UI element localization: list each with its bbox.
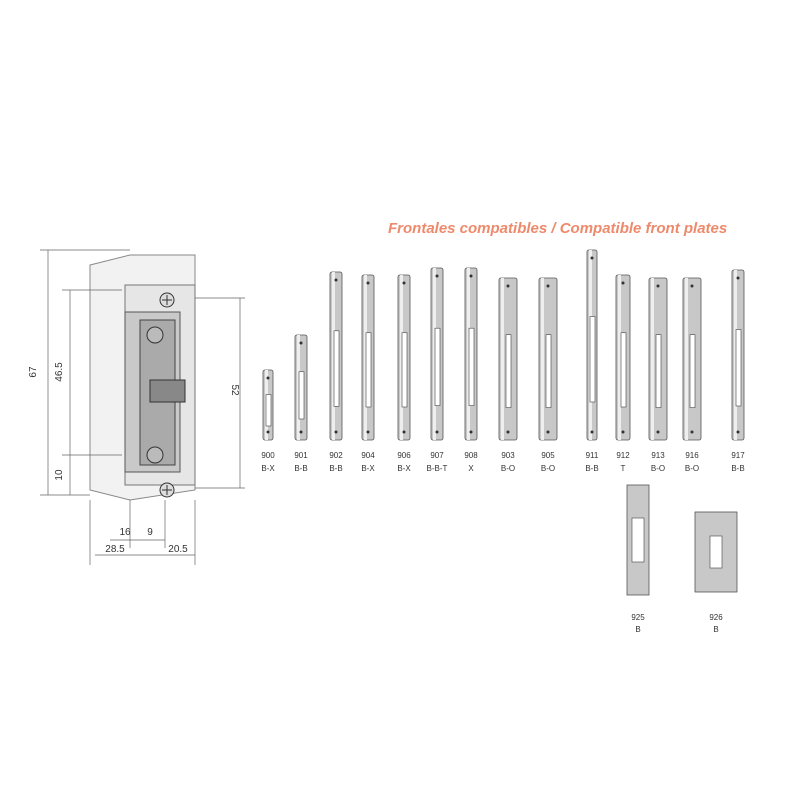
plate-code: 900 [261, 451, 275, 460]
plate-type: B [713, 625, 718, 634]
plate-code: 904 [361, 451, 375, 460]
plate-type: B-B [731, 464, 744, 473]
plate-type: B-X [397, 464, 411, 473]
plate-type: B-B-T [427, 464, 448, 473]
plate-type: B-B [294, 464, 307, 473]
plate-type: B-B [585, 464, 598, 473]
plate-type: B-O [651, 464, 665, 473]
dimension-label: 10 [54, 469, 65, 481]
plate-code: 902 [329, 451, 343, 460]
plate-code: 905 [541, 451, 555, 460]
plate-code: 906 [397, 451, 411, 460]
dimension-label: 16 [119, 527, 131, 538]
plate-type: B-O [685, 464, 699, 473]
plate-code: 917 [731, 451, 745, 460]
plate-code: 926 [709, 613, 723, 622]
plate-code: 903 [501, 451, 515, 460]
dimension-label: 52 [229, 384, 240, 396]
plate-type: B-B [329, 464, 342, 473]
plate-code: 901 [294, 451, 308, 460]
plate-code: 925 [631, 613, 645, 622]
plate-code: 916 [685, 451, 699, 460]
plate-type: B [635, 625, 640, 634]
plate-code: 911 [586, 451, 599, 460]
dimension-label: 20.5 [168, 544, 188, 555]
dimension-label: 67 [28, 366, 39, 378]
dimension-label: 46.5 [54, 362, 65, 382]
electric-strike-lock [40, 249, 245, 565]
plate-code: 912 [616, 451, 630, 460]
plate-code: 907 [430, 451, 444, 460]
plate-type: B-X [361, 464, 375, 473]
compatible-plates-title: Frontales compatibles / Compatible front… [388, 220, 728, 237]
plate-type: X [468, 464, 474, 473]
plate-type: B-O [501, 464, 515, 473]
plate-code: 908 [464, 451, 478, 460]
plate-type: B-O [541, 464, 555, 473]
dimension-label: 9 [147, 527, 153, 538]
plate-code: 913 [651, 451, 665, 460]
plate-type: T [621, 464, 626, 473]
dimension-label: 28.5 [105, 544, 125, 555]
plate-type: B-X [261, 464, 275, 473]
